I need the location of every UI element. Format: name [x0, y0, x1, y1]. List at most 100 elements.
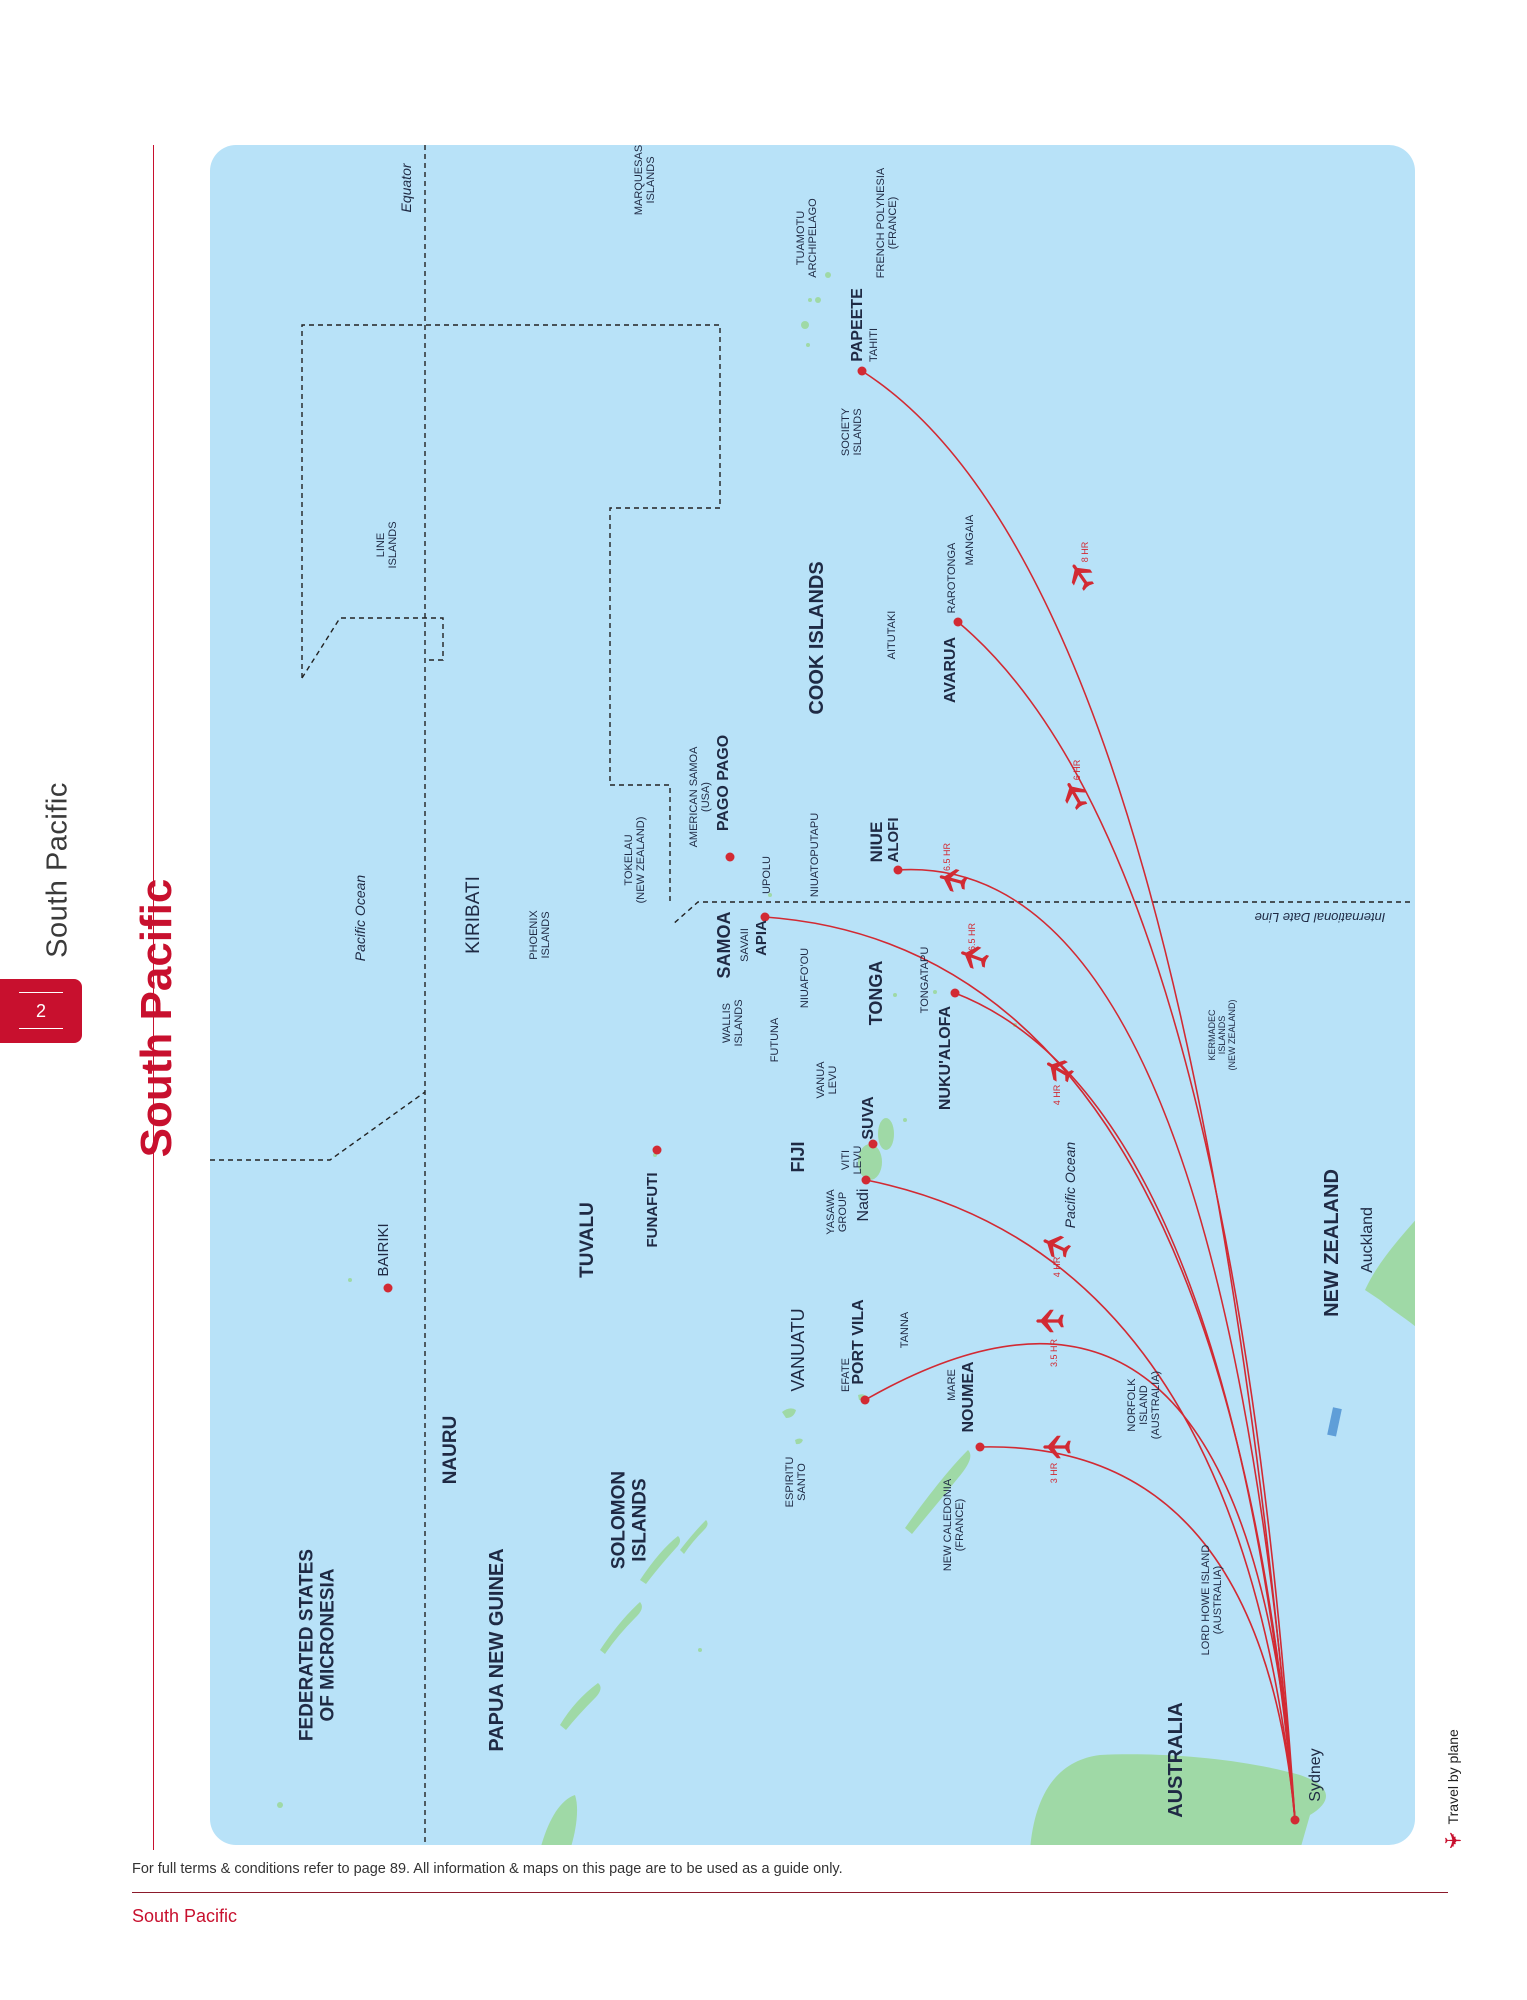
country-label: VANUATU — [788, 1308, 808, 1391]
city-label: PAPEETE — [849, 288, 866, 362]
country-label: NIUE — [867, 822, 886, 863]
island-label: RAROTONGA — [946, 542, 958, 613]
city-label: Sydney — [1307, 1748, 1324, 1801]
route-duration-label: 6 HR — [1072, 759, 1082, 780]
plane-icon: ✈ — [1443, 1828, 1463, 1854]
page-number-tab — [0, 979, 82, 1043]
island-label: TONGATAPU — [919, 947, 931, 1014]
country-label: AUSTRALIA — [1165, 1702, 1187, 1818]
country-label: PAPUA NEW GUINEA — [486, 1548, 508, 1751]
country-label: KIRIBATI — [463, 876, 484, 954]
route-duration-label: 4 HR — [1052, 1256, 1062, 1277]
country-label: NAURU — [440, 1416, 461, 1485]
tahiti-landmass — [801, 272, 831, 347]
island-label: KERMADECISLANDS(NEW ZEALAND) — [1207, 999, 1237, 1070]
city-label: NUKU'ALOFA — [937, 1005, 954, 1110]
island-label: FRENCH POLYNESIA(FRANCE) — [875, 167, 899, 278]
island-label: UPOLU — [761, 856, 773, 894]
island-label: FUTUNA — [769, 1017, 781, 1062]
city-label: ALOFI — [885, 818, 902, 863]
city-label: NOUMEA — [960, 1361, 977, 1433]
island-label: WALLISISLANDS — [721, 999, 745, 1046]
route-duration-label: 6.5 HR — [967, 922, 977, 951]
city-label: Auckland — [1359, 1207, 1376, 1273]
territory-boundaries — [210, 324, 721, 1161]
island-label: LORD HOWE ISLAND(AUSTRALIA) — [1200, 1545, 1224, 1656]
tab-line-bottom — [19, 1028, 63, 1029]
island-label: AITUTAKI — [886, 611, 898, 660]
island-label: MANGAIA — [964, 514, 976, 565]
route-duration-label: 3.5 HR — [1049, 1338, 1059, 1367]
island-label: NEW CALEDONIA(FRANCE) — [942, 1478, 966, 1571]
island-label: SAVAII — [739, 928, 751, 962]
footer-title: South Pacific — [132, 1906, 238, 1926]
island-label: SOCIETYISLANDS — [840, 407, 864, 456]
footer-note: For full terms & conditions refer to pag… — [132, 1861, 843, 1877]
island-label: TANNA — [899, 1311, 911, 1348]
island-label: EFATE — [840, 1358, 852, 1392]
country-label: COOK ISLANDS — [806, 561, 828, 714]
route-duration-label: 6.5 HR — [942, 842, 952, 871]
island-label: NIUATOPUTAPU — [809, 813, 821, 897]
fiji-landmass — [858, 1118, 894, 1180]
country-label: NEW ZEALAND — [1321, 1169, 1343, 1317]
country-label: TONGA — [866, 961, 886, 1026]
country-label: SOLOMONISLANDS — [609, 1471, 651, 1569]
island-label: TAHITI — [868, 328, 880, 362]
island-label: TUAMOTUARCHIPELAGO — [795, 198, 819, 278]
island-label: PHOENIXISLANDS — [528, 910, 552, 960]
route-duration-label: 3 HR — [1049, 1462, 1059, 1483]
main-title: South Pacific — [132, 878, 181, 1158]
country-label: SAMOA — [714, 912, 734, 979]
small-islands — [277, 298, 1017, 1808]
country-label: FEDERATED STATESOF MICRONESIA — [297, 1549, 339, 1741]
flight-routes — [764, 370, 1296, 1821]
city-label: Nadi — [855, 1189, 872, 1222]
new-zealand-landmass — [1365, 1215, 1415, 1330]
city-dots — [383, 366, 1300, 1825]
island-label: NIUAFO'OU — [799, 948, 811, 1008]
ocean-label: Pacific Ocean — [1062, 1142, 1078, 1229]
island-label: TOKELAU(NEW ZEALAND) — [623, 817, 647, 904]
new-caledonia-landmass — [905, 1450, 971, 1534]
png-landmass — [540, 1795, 578, 1845]
footer-rule — [132, 1892, 1448, 1893]
page-number: 2 — [35, 1000, 46, 1021]
island-label: YASAWAGROUP — [825, 1189, 849, 1235]
left-rule — [153, 145, 154, 1850]
ocean-area — [210, 145, 1415, 1845]
route-duration-label: 4 HR — [1052, 1084, 1062, 1105]
island-label: ESPIRITUSANTO — [784, 1457, 808, 1508]
legend: ✈ Travel by plane — [1442, 1729, 1464, 1854]
city-label: BAIRIKI — [375, 1223, 392, 1276]
tab-line-top — [19, 992, 63, 993]
vanuatu-landmass — [782, 1394, 866, 1445]
city-label: PORT VILA — [850, 1299, 867, 1385]
ocean-label: Pacific Ocean — [352, 875, 368, 962]
section-title: South Pacific — [41, 782, 74, 958]
equator-label: Equator — [398, 162, 414, 212]
norfolk-marker — [1327, 1407, 1342, 1437]
country-label: TUVALU — [577, 1202, 598, 1278]
date-line-label: International Date Line — [1255, 910, 1386, 925]
island-label: AMERICAN SAMOA(USA) — [688, 746, 712, 848]
island-label: NORFOLKISLAND(AUSTRALIA) — [1126, 1371, 1162, 1439]
island-label: MARE — [946, 1369, 958, 1401]
city-label: PAGO PAGO — [715, 735, 732, 831]
solomon-islands-landmass — [560, 1520, 708, 1730]
city-label: AVARUA — [942, 637, 959, 704]
city-label: SUVA — [860, 1096, 877, 1140]
route-duration-label: 8 HR — [1080, 541, 1090, 562]
country-label: FIJI — [788, 1141, 808, 1172]
island-label: MARQUESASISLANDS — [633, 145, 657, 215]
city-label: FUNAFUTI — [644, 1173, 661, 1248]
island-label: LINEISLANDS — [375, 521, 399, 568]
legend-label: Travel by plane — [1445, 1729, 1461, 1825]
island-label: VANUALEVU — [815, 1061, 839, 1099]
australia-landmass — [1030, 1754, 1326, 1845]
date-line — [671, 901, 1410, 926]
city-label: APIA — [753, 920, 770, 956]
island-label: VITILEVU — [840, 1146, 864, 1175]
